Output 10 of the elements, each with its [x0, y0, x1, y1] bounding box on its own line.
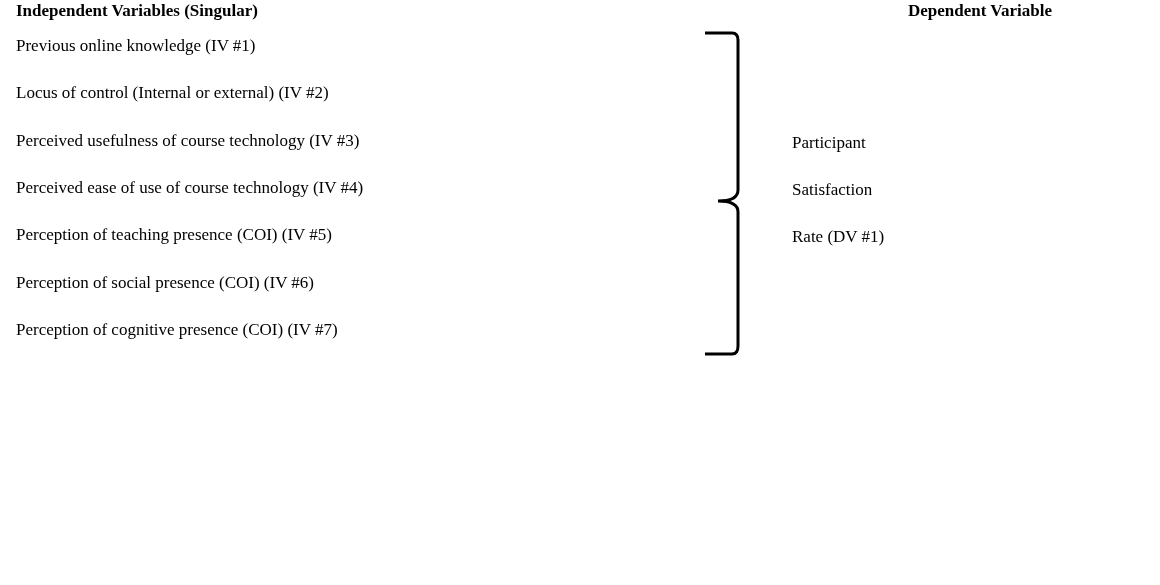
variable-text: Perception of social presence (COI) (IV #6) — [16, 271, 315, 294]
variable-text: Perception of cognitive presence (COI) (IV #7) — [16, 318, 338, 341]
variable-text: Perception of teaching presence (COI) (IV #5) — [16, 224, 332, 247]
dependent-variable-text: Participant Satisfaction Rate (DV #1) — [792, 132, 886, 248]
column-heading: Independent Variables (Singular) — [16, 0, 258, 22]
column-heading: Dependent Variable — [908, 0, 1053, 22]
variable-text: Perceived ease of use of course technology (IV #4) — [16, 176, 364, 199]
variable-text: Previous online knowledge (IV #1) — [16, 35, 256, 57]
variable-text: Locus of control (Internal or external) (IV #2) — [16, 82, 329, 105]
variable-text: Perceived usefulness of course technology (IV #3) — [16, 129, 360, 152]
